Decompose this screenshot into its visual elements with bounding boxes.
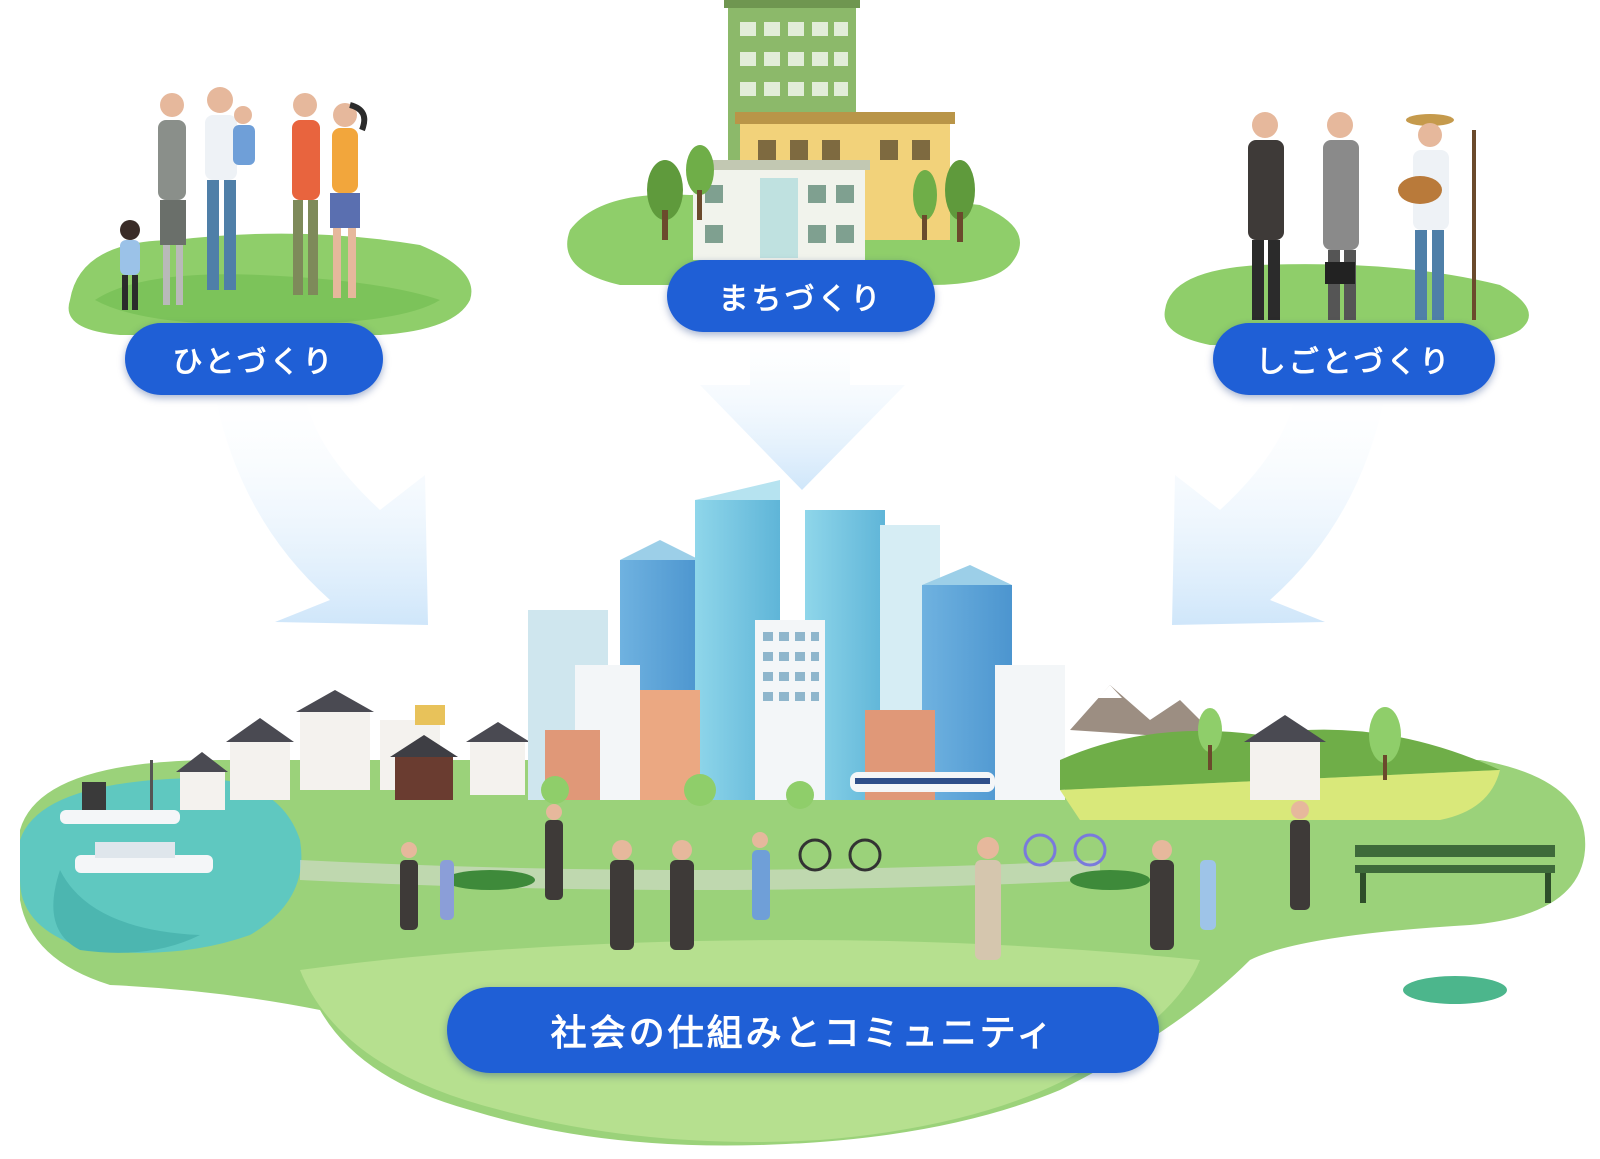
family-illustration bbox=[68, 87, 472, 335]
label-hitozukuri: ひとづくり bbox=[125, 323, 383, 395]
label-machizukuri: まちづくり bbox=[667, 260, 935, 332]
city-illustration bbox=[20, 480, 1586, 1146]
business-illustration bbox=[1164, 112, 1529, 345]
building-illustration bbox=[567, 0, 1020, 285]
label-shigotozukuri: しごとづくり bbox=[1213, 323, 1495, 395]
label-community: 社会の仕組みとコミュニティ bbox=[447, 987, 1159, 1073]
arrow-center bbox=[700, 335, 905, 490]
arrow-left bbox=[215, 395, 428, 625]
arrow-right bbox=[1172, 395, 1385, 625]
